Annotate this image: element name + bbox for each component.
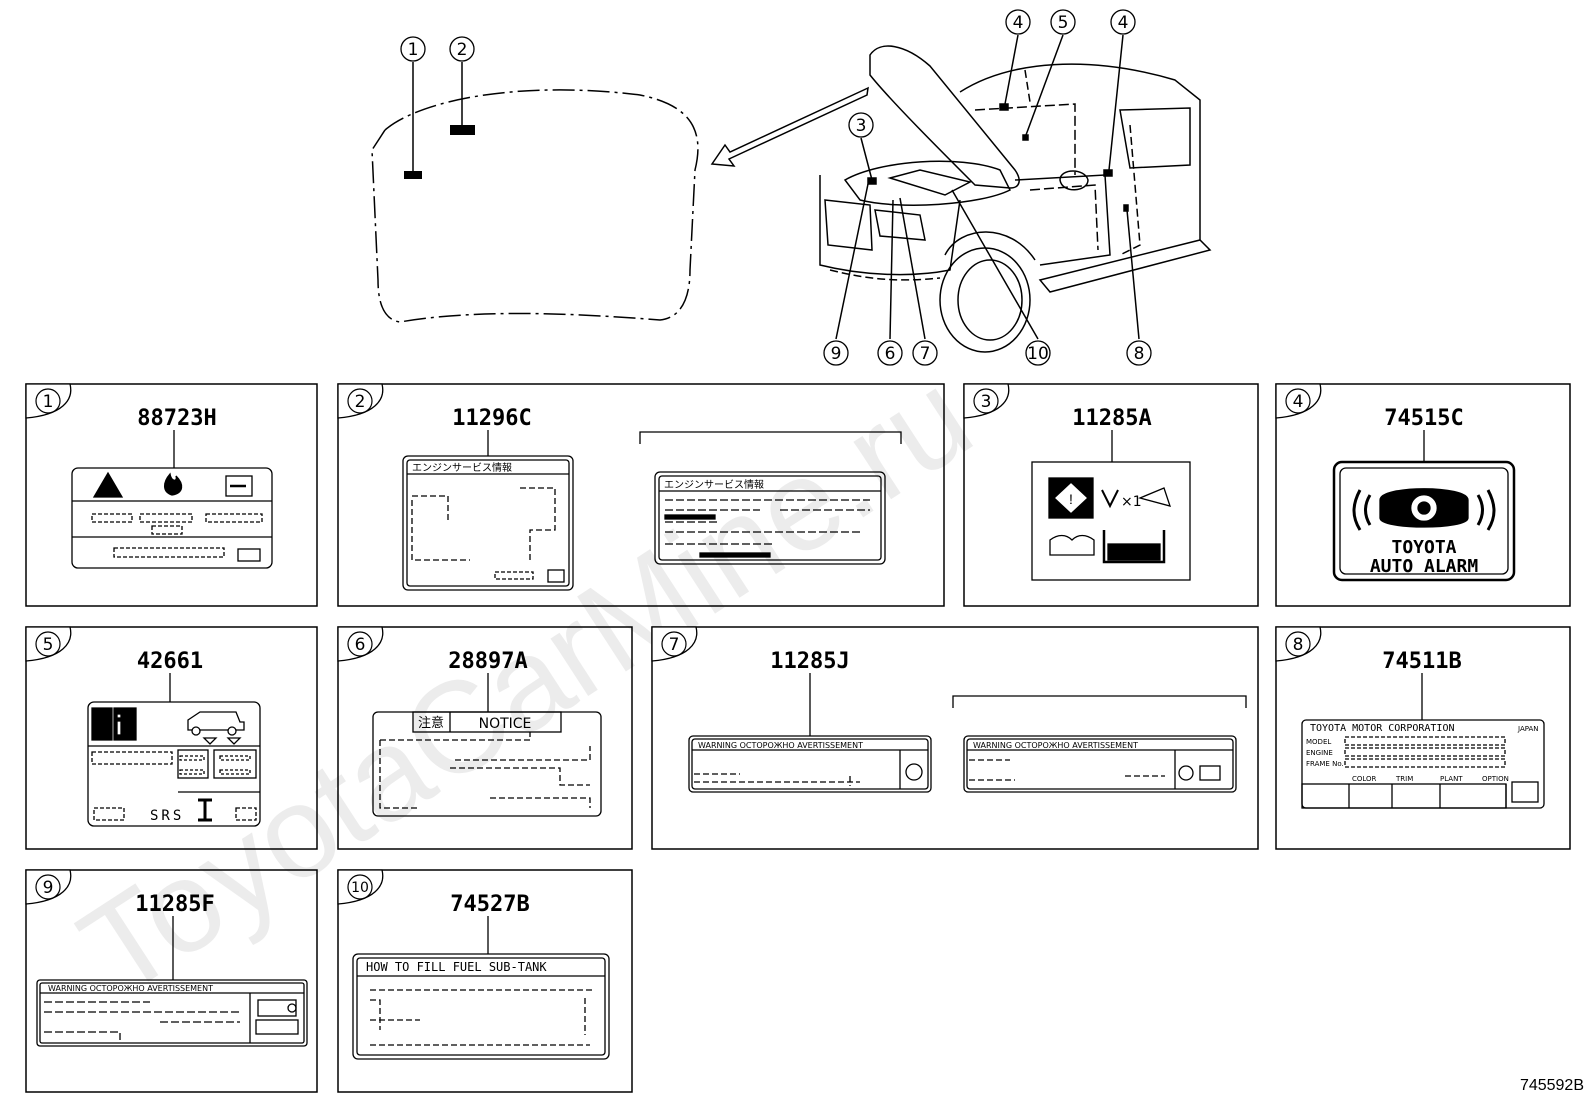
label-74511B-title: TOYOTA MOTOR CORPORATION: [1310, 723, 1455, 734]
panel-4-frame: [1275, 383, 1571, 607]
label-42661: [87, 673, 261, 827]
label-74511B-field-frame: FRAME No.: [1306, 760, 1344, 768]
label-11285A: !: [1031, 430, 1191, 581]
label-74515C-line2: AUTO ALARM: [1370, 556, 1479, 577]
panel-7-part-number: 11285J: [770, 649, 849, 674]
label-28897A-en: NOTICE: [479, 716, 532, 732]
panel-2-frame: [337, 383, 945, 607]
panel-5-part-number: 42661: [137, 649, 203, 674]
panel-2-part-number: 11296C: [452, 406, 531, 431]
label-74511B-field-trim: TRIM: [1395, 775, 1413, 783]
callout-9: 9: [823, 340, 849, 366]
panel-1-num: 1: [43, 392, 54, 412]
panel-3-frame: [963, 383, 1259, 607]
panel-3-part-number: 11285A: [1072, 406, 1151, 431]
callout-5: 5: [1050, 9, 1076, 35]
panel-6-frame: [337, 626, 633, 850]
panel-5-num: 5: [43, 635, 54, 655]
panel-3-num: 3: [981, 392, 992, 412]
svg-text:4: 4: [1118, 13, 1129, 33]
hood-illustration: [371, 62, 699, 323]
panel-7-frame: [651, 626, 1259, 850]
panel-5-frame: [25, 626, 318, 850]
label-28897A: [372, 673, 602, 817]
panel-1-frame: [25, 383, 318, 607]
label-88723H: [71, 430, 273, 569]
label-74511B: [1301, 673, 1545, 809]
label-74511B-field-option: OPTION: [1482, 775, 1509, 783]
direction-arrow: [710, 86, 869, 167]
label-location-2: [450, 125, 475, 135]
label-74515C-line1: TOYOTA: [1391, 537, 1456, 558]
panel-9-frame: [25, 869, 318, 1093]
label-74515C: [1332, 430, 1516, 582]
truck-illustration: [819, 34, 1212, 353]
svg-text:5: 5: [1058, 13, 1069, 33]
panel-1-part-number: 88723H: [137, 406, 216, 431]
label-11296C-title: エンジンサービス情報: [412, 461, 512, 474]
label-11285J: [688, 673, 1247, 793]
panel-10-num: 10: [351, 880, 369, 896]
callout-1: 1: [400, 36, 426, 62]
svg-text:10: 10: [1027, 344, 1049, 364]
panel-6-part-number: 28897A: [448, 649, 527, 674]
callout-10: 10: [1025, 340, 1051, 366]
callout-6: 6: [877, 340, 903, 366]
panel-8-frame: [1275, 626, 1571, 850]
svg-text:1: 1: [408, 40, 419, 60]
callout-7: 7: [912, 340, 938, 366]
panel-4-part-number: 74515C: [1384, 406, 1463, 431]
label-74511B-field-engine: ENGINE: [1306, 749, 1333, 757]
callout-4-right: 4: [1110, 9, 1136, 35]
svg-text:4: 4: [1013, 13, 1024, 33]
panel-8-num: 8: [1293, 635, 1304, 655]
panel-7-num: 7: [669, 635, 680, 655]
label-11296C-variant-title: エンジンサービス情報: [664, 478, 764, 491]
svg-text:8: 8: [1134, 344, 1145, 364]
label-42661-text: SRS: [150, 808, 184, 824]
label-location-1: [404, 171, 422, 179]
panel-2-num: 2: [355, 392, 366, 412]
svg-text:2: 2: [457, 40, 468, 60]
diagram-code: 745592B: [1519, 1077, 1584, 1094]
callout-4-left: 4: [1005, 9, 1031, 35]
label-11285A-icon-text: ×1: [1121, 494, 1142, 510]
label-74511B-field-plant: PLANT: [1440, 775, 1463, 783]
label-11285J-variant-header: WARNING OCTOPOЖНО AVERTISSEMENT: [973, 741, 1138, 750]
panel-8-part-number: 74511B: [1382, 649, 1461, 674]
label-11296C: [402, 430, 902, 591]
panel-4-num: 4: [1293, 392, 1304, 412]
svg-text:3: 3: [856, 116, 867, 136]
callout-2: 2: [449, 36, 475, 62]
panel-tabs: [25, 383, 1322, 905]
label-74527B: [352, 916, 610, 1060]
watermark: ToyotaCarMine.ru: [56, 342, 996, 1023]
label-11285J-header: WARNING OCTOPOЖНО AVERTISSEMENT: [698, 741, 863, 750]
callout-3: 3: [848, 112, 874, 138]
panel-9-part-number: 11285F: [135, 892, 214, 917]
svg-text:6: 6: [885, 344, 896, 364]
label-11285F-header: WARNING OCTOPOЖНО AVERTISSEMENT: [48, 984, 213, 993]
callout-8: 8: [1126, 340, 1152, 366]
label-74511B-country: JAPAN: [1517, 725, 1539, 733]
svg-text:9: 9: [831, 344, 842, 364]
label-74511B-field-color: COLOR: [1352, 775, 1377, 783]
svg-text:7: 7: [920, 344, 931, 364]
label-28897A-jp: 注意: [418, 715, 444, 731]
panel-10-frame: [337, 869, 633, 1093]
panel-6-num: 6: [355, 635, 366, 655]
label-11285F: [36, 916, 308, 1047]
svg-text:!: !: [1069, 491, 1073, 507]
panel-10-part-number: 74527B: [450, 892, 529, 917]
label-74527B-title: HOW TO FILL FUEL SUB-TANK: [366, 960, 547, 974]
panel-9-num: 9: [43, 878, 54, 898]
label-74511B-field-model: MODEL: [1306, 738, 1331, 746]
